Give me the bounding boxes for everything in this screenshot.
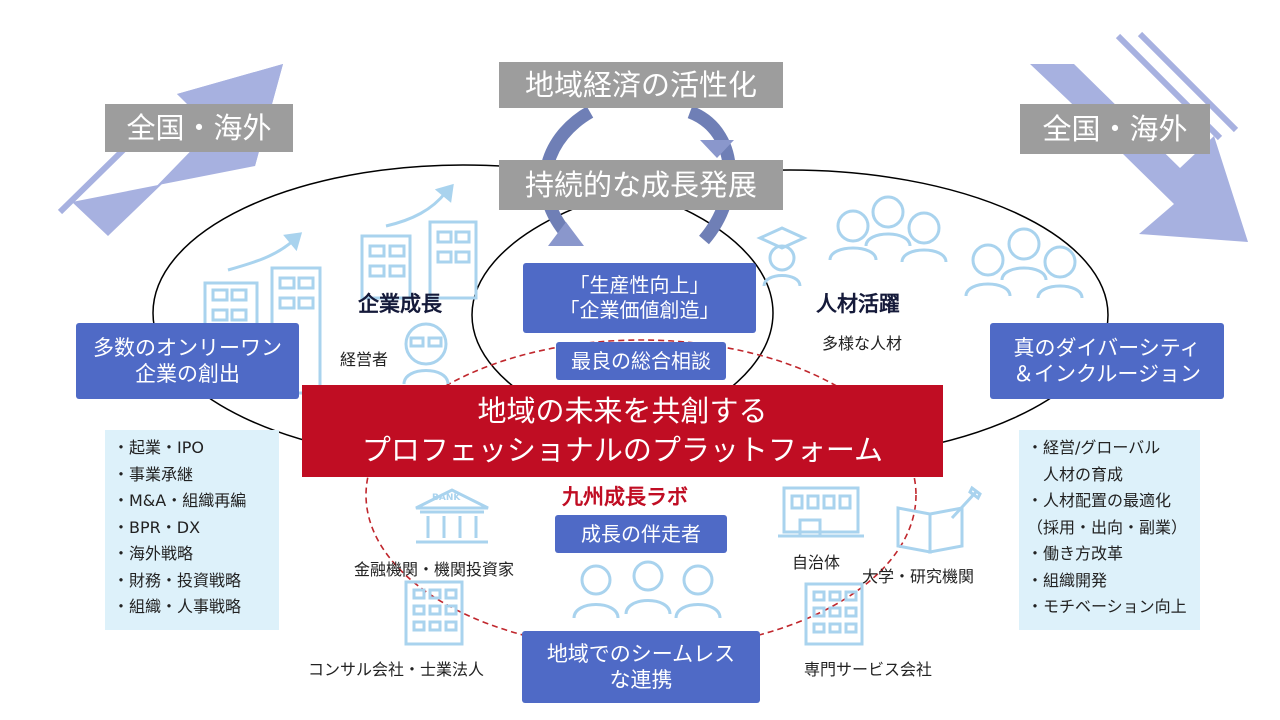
list-item: ・海外戦略: [113, 544, 194, 563]
right-national-overseas-text: 全国・海外: [1042, 111, 1188, 146]
sustainable-growth-text: 持続的な成長発展: [524, 167, 757, 202]
list-item: ・経営/グローバル: [1027, 438, 1161, 457]
seamless-collaboration-box: 地域でのシームレス な連携: [522, 631, 760, 703]
people-group-icon-2: [964, 227, 1084, 299]
regional-economy-box: 地域経済の活性化: [499, 62, 783, 108]
university-label: 大学・研究機関: [862, 567, 975, 586]
list-item: ・組織開発: [1027, 570, 1108, 590]
manager-icon: [402, 322, 450, 385]
book-pen-icon: [896, 485, 982, 554]
company-growth-list: ・起業・IPO ・事業承継 ・M&A・組織再編 ・BPR・DX ・海外戦略 ・財…: [105, 430, 279, 630]
local-gov-label: 自治体: [792, 553, 841, 572]
seamless-line1: 地域でのシームレス: [546, 641, 736, 666]
productivity-box: 「生産性向上」 「企業価値創造」: [523, 263, 756, 333]
talent-title: 人材活躍: [816, 292, 900, 316]
list-item: 人材の育成: [1027, 464, 1124, 484]
graduate-icon: [756, 226, 808, 287]
diverse-talent-label: 多様な人材: [822, 334, 903, 353]
bank-icon: [415, 488, 489, 544]
list-item: ・財務・投資戦略: [113, 570, 242, 590]
diversity-inclusion-box: 真のダイバーシティ ＆インクルージョン: [990, 323, 1224, 399]
list-item: ・働き方改革: [1027, 544, 1124, 563]
talent-list: ・経営/グローバル 人材の育成 ・人材配置の最適化 （採用・出向・副業） ・働き…: [1019, 430, 1200, 630]
list-item: ・組織・人事戦略: [113, 597, 242, 616]
manager-label: 経営者: [340, 350, 389, 369]
office-building-icon: [404, 580, 464, 646]
sustainable-growth-box: 持続的な成長発展: [499, 160, 783, 210]
left-national-overseas-text: 全国・海外: [126, 110, 272, 145]
list-item: ・事業承継: [113, 464, 194, 484]
bank-sign-label: BANK: [432, 493, 461, 503]
seamless-line2: な連携: [609, 668, 673, 692]
diversity-line2: ＆インクルージョン: [1013, 362, 1201, 386]
city-hall-icon: [778, 486, 864, 538]
growth-building-icon-2: [360, 183, 478, 300]
lab-name: 九州成長ラボ: [562, 485, 688, 509]
consultation-text: 最良の総合相談: [571, 348, 711, 373]
list-item: ・起業・IPO: [113, 438, 204, 457]
platform-line2: プロフェッショナルのプラットフォーム: [361, 433, 884, 467]
list-item: ・BPR・DX: [113, 517, 201, 537]
people-group-icon: [828, 195, 948, 263]
partner-text: 成長の伴走者: [581, 521, 701, 546]
list-item: ・人材配置の最適化: [1027, 491, 1172, 510]
only-one-line1: 多数のオンリーワン: [93, 335, 282, 360]
only-one-line2: 企業の創出: [135, 362, 240, 386]
finance-label: 金融機関・機関投資家: [354, 560, 515, 579]
platform-line1: 地域の未来を共創する: [477, 393, 768, 428]
left-national-overseas-label: 全国・海外: [105, 104, 293, 152]
list-item: ・M&A・組織再編: [113, 491, 247, 510]
right-national-overseas-label: 全国・海外: [1020, 104, 1210, 154]
list-item: ・モチベーション向上: [1027, 597, 1187, 616]
company-growth-title: 企業成長: [358, 292, 442, 316]
services-label: 専門サービス会社: [804, 660, 933, 679]
office-building-icon-2: [804, 582, 864, 646]
only-one-companies-box: 多数のオンリーワン 企業の創出: [76, 323, 299, 399]
team-icon: [572, 560, 722, 619]
consulting-label: コンサル会社・士業法人: [308, 660, 485, 679]
diversity-line1: 真のダイバーシティ: [1013, 335, 1201, 360]
productivity-line1: 「生産性向上」: [569, 273, 710, 297]
regional-economy-text: 地域経済の活性化: [524, 67, 757, 102]
list-item: （採用・出向・副業）: [1027, 517, 1188, 537]
platform-banner: 地域の未来を共創する プロフェッショナルのプラットフォーム: [302, 385, 943, 477]
productivity-line2: 「企業価値創造」: [559, 298, 720, 322]
partner-box: 成長の伴走者: [555, 515, 727, 553]
consultation-box: 最良の総合相談: [556, 342, 726, 380]
